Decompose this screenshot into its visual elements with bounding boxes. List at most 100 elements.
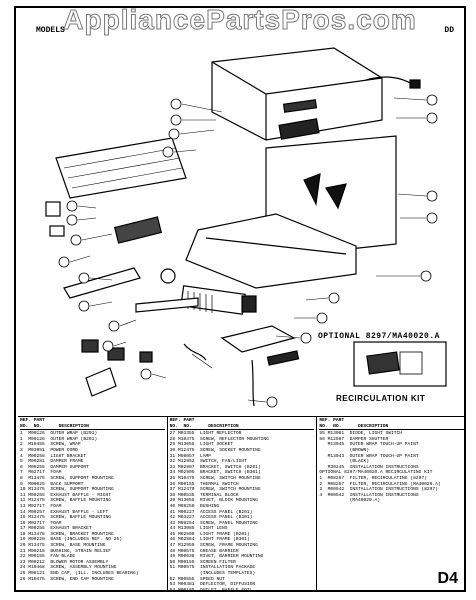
part-row: 52 M00555 SPEED NUT bbox=[169, 576, 225, 582]
part-row: 28 M10475 SCREW, REFLECTOR MOUNTING bbox=[169, 436, 269, 442]
callout-marker bbox=[102, 340, 114, 352]
callout-marker bbox=[168, 128, 180, 140]
part-row: 1 M08257 FILTER, RECIRCULATING (8297) bbox=[319, 475, 427, 481]
part-row: 18 M13478 SCREW, BRACKET MOUNTING bbox=[20, 531, 114, 537]
part-row: 5 M00281 DAMPER FRAME bbox=[20, 459, 84, 465]
part-row: 26 M10475 SCREW, END CAP MOUNTING bbox=[20, 576, 114, 582]
callout-marker bbox=[316, 312, 328, 324]
parts-list-table: REF. PART NO. NO. DESCRIPTION 1 M00126 O… bbox=[18, 416, 464, 592]
part-row: 22 M00155 FAN BLADE bbox=[20, 554, 76, 560]
part-row: 30 M12475 SCREW, SOCKET MOUNTING bbox=[169, 447, 261, 453]
callout-marker bbox=[108, 320, 120, 332]
callout-marker bbox=[426, 94, 438, 106]
part-row: OPTIONAL 8297/MA40020.A RECIRCULATING KI… bbox=[319, 470, 433, 476]
part-row: 55 M13081 DIODE, LIGHT SWITCH bbox=[319, 431, 403, 437]
part-row: 25 M08121 END CAP, (ILL. INCLUDES BEARIN… bbox=[20, 571, 139, 577]
part-row: 21 M00218 BUSHING, STRAIN RELIEF bbox=[20, 548, 111, 554]
callout-marker bbox=[78, 272, 90, 284]
part-row: 42 M03227 ACCESS PANEL (B301) bbox=[169, 515, 253, 521]
light-socket-part bbox=[81, 339, 99, 353]
header-right: DD bbox=[444, 26, 454, 35]
part-row: 36 M00155 THERMAL SWITCH bbox=[169, 481, 239, 487]
part-row: 2 M08257 FILTER, RECIRCULATING (MA40020.… bbox=[319, 481, 441, 487]
base-part bbox=[185, 213, 357, 289]
page-code: D4 bbox=[437, 570, 458, 587]
part-row: (BROWN) bbox=[319, 447, 369, 453]
part-row: 10 M13475 SCREW, SUPPORT MOUNTING bbox=[20, 487, 114, 493]
part-row: 31 M08057 LAMP bbox=[169, 453, 212, 459]
part-row: 34 M02905 BRACKET, SWITCH (B301) bbox=[169, 470, 261, 476]
part-row: 29 M13055 LIGHT SOCKET bbox=[169, 442, 234, 448]
header-left: MODELS bbox=[36, 26, 65, 35]
part-row: 37 M12470 SCREW, SWITCH MOUNTING bbox=[169, 487, 261, 493]
part-row: 4 M00542 INSTALLATION INSTRUCTIONS bbox=[319, 492, 419, 498]
callout-marker bbox=[328, 292, 340, 304]
part-row: 46 M02864 LIGHT FRAME (B301) bbox=[169, 537, 250, 543]
part-row: 2 M10455 SCREW, WRAP bbox=[20, 442, 81, 448]
part-row: 1 M00126 OUTER WRAP (B201) bbox=[20, 431, 98, 437]
part-row: 19 M00220 BASE (INCLUDES REF. NO 25) bbox=[20, 537, 122, 543]
column-header: REF. PART NO. NO. DESCRIPTION bbox=[169, 418, 315, 431]
part-row: 8 M13475 SCREW, SUPPORT MOUNTING bbox=[20, 475, 114, 481]
power-cord-part bbox=[365, 76, 413, 85]
part-row: M13045 OUTER WRAP TOUCH-UP PAINT bbox=[319, 442, 419, 448]
part-row: M13043 OUTER WRAP TOUCH-UP PAINT bbox=[319, 453, 419, 459]
blower-motor-part bbox=[180, 285, 257, 315]
part-row: 11 M00255 EXHAUST BAFFLE - RIGHT bbox=[20, 492, 111, 498]
part-row: 3 M00542 INSTALLATION INSTRUCTIONS (8297… bbox=[319, 487, 438, 493]
part-row: (INCLUDES TEMPLATES) bbox=[169, 571, 256, 577]
part-row: 3 M03051 POWER CORD bbox=[20, 447, 78, 453]
parts-column-3: REF. PART NO. NO. DESCRIPTION 55 M13081 … bbox=[317, 417, 464, 590]
callout-marker bbox=[266, 396, 278, 408]
part-row: 7 M02717 FOAM bbox=[20, 470, 62, 476]
part-row: M30245 INSTALLATION INSTRUCTIONS bbox=[319, 464, 419, 470]
callout-marker bbox=[70, 234, 82, 246]
part-row: 49 M00638 RIVET, BARRIER MOUNTING bbox=[169, 554, 264, 560]
part-row: (BLACK) bbox=[319, 459, 369, 465]
optional-kit-title: OPTIONAL 8297/MA40020.A bbox=[318, 332, 440, 341]
part-row: 12 M12475 SCREW, BAFFLE MOUNTING bbox=[20, 498, 111, 504]
switch-bracket-part bbox=[220, 325, 296, 353]
column-header: REF. PART NO. NO. DESCRIPTION bbox=[20, 418, 165, 431]
exhaust-baffle-part bbox=[63, 267, 141, 299]
screen-filter-part bbox=[55, 137, 187, 199]
callout-marker bbox=[66, 200, 78, 212]
callout-marker bbox=[170, 114, 182, 126]
light-lens-part bbox=[113, 216, 163, 244]
callout-marker bbox=[66, 214, 78, 226]
part-row: 45 M02500 LIGHT FRAME (B201) bbox=[169, 531, 250, 537]
parts-column-2: REF. PART NO. NO. DESCRIPTION 27 M03355 … bbox=[168, 417, 318, 592]
part-row: 4 M00258 LIGHT BRACKET bbox=[20, 453, 87, 459]
callout-marker bbox=[140, 368, 152, 380]
callout-marker bbox=[426, 112, 438, 124]
wrap-opening bbox=[282, 99, 318, 113]
part-row: 54 M00185 OUTLET, BAFFLE FOIL bbox=[169, 587, 253, 592]
exploded-parts-diagram bbox=[45, 47, 447, 408]
callout-marker bbox=[78, 300, 90, 312]
part-row: 17 M00255 EXHAUST BRACKET bbox=[20, 526, 92, 532]
part-row: 35 M10475 SCREW, SWITCH MOUNTING bbox=[169, 475, 261, 481]
part-row: 39 M13055 RIVET, BLOCK MOUNTING bbox=[169, 498, 258, 504]
part-row: 40 M08250 BUSHING bbox=[169, 503, 220, 509]
part-row: 56 M12597 DAMPER SHUTTER bbox=[319, 436, 389, 442]
part-row: 16 M02717 FOAM bbox=[20, 520, 62, 526]
part-row: 27 M03355 LIGHT REFLECTOR bbox=[169, 431, 242, 437]
parts-column-1: REF. PART NO. NO. DESCRIPTION 1 M00126 O… bbox=[18, 417, 168, 590]
part-row: (MA40020.A) bbox=[319, 498, 380, 504]
callout-marker bbox=[426, 212, 438, 224]
fan-blade-part bbox=[160, 268, 176, 284]
part-row: 24 M10468 SCREW, ASSEMBLY MOUNTING bbox=[20, 565, 117, 571]
part-row: 13 M02717 FOAM bbox=[20, 503, 62, 509]
part-row: 15 M12475 SCREW, BAFFLE MOUNTING bbox=[20, 515, 111, 521]
part-row: 50 M00155 SCREEN FILTER bbox=[169, 559, 236, 565]
part-row: 41 M00227 ACCESS PANEL (B201) bbox=[169, 509, 253, 515]
callout-marker bbox=[426, 190, 438, 202]
part-row: 9 M00025 BACK SUPPORT bbox=[20, 481, 84, 487]
column-header: REF. PART NO. NO. DESCRIPTION bbox=[319, 418, 464, 431]
callout-marker bbox=[300, 332, 312, 344]
part-row: 48 M00575 GREASE BARRIER bbox=[169, 548, 239, 554]
part-row: 14 M00257 EXHAUST BAFFLE - LEFT bbox=[20, 509, 109, 515]
part-row: 32 M12952 SWITCH, FAN/LIGHT bbox=[169, 459, 247, 465]
outer-wrap-part bbox=[211, 47, 383, 141]
callout-marker bbox=[170, 98, 182, 110]
